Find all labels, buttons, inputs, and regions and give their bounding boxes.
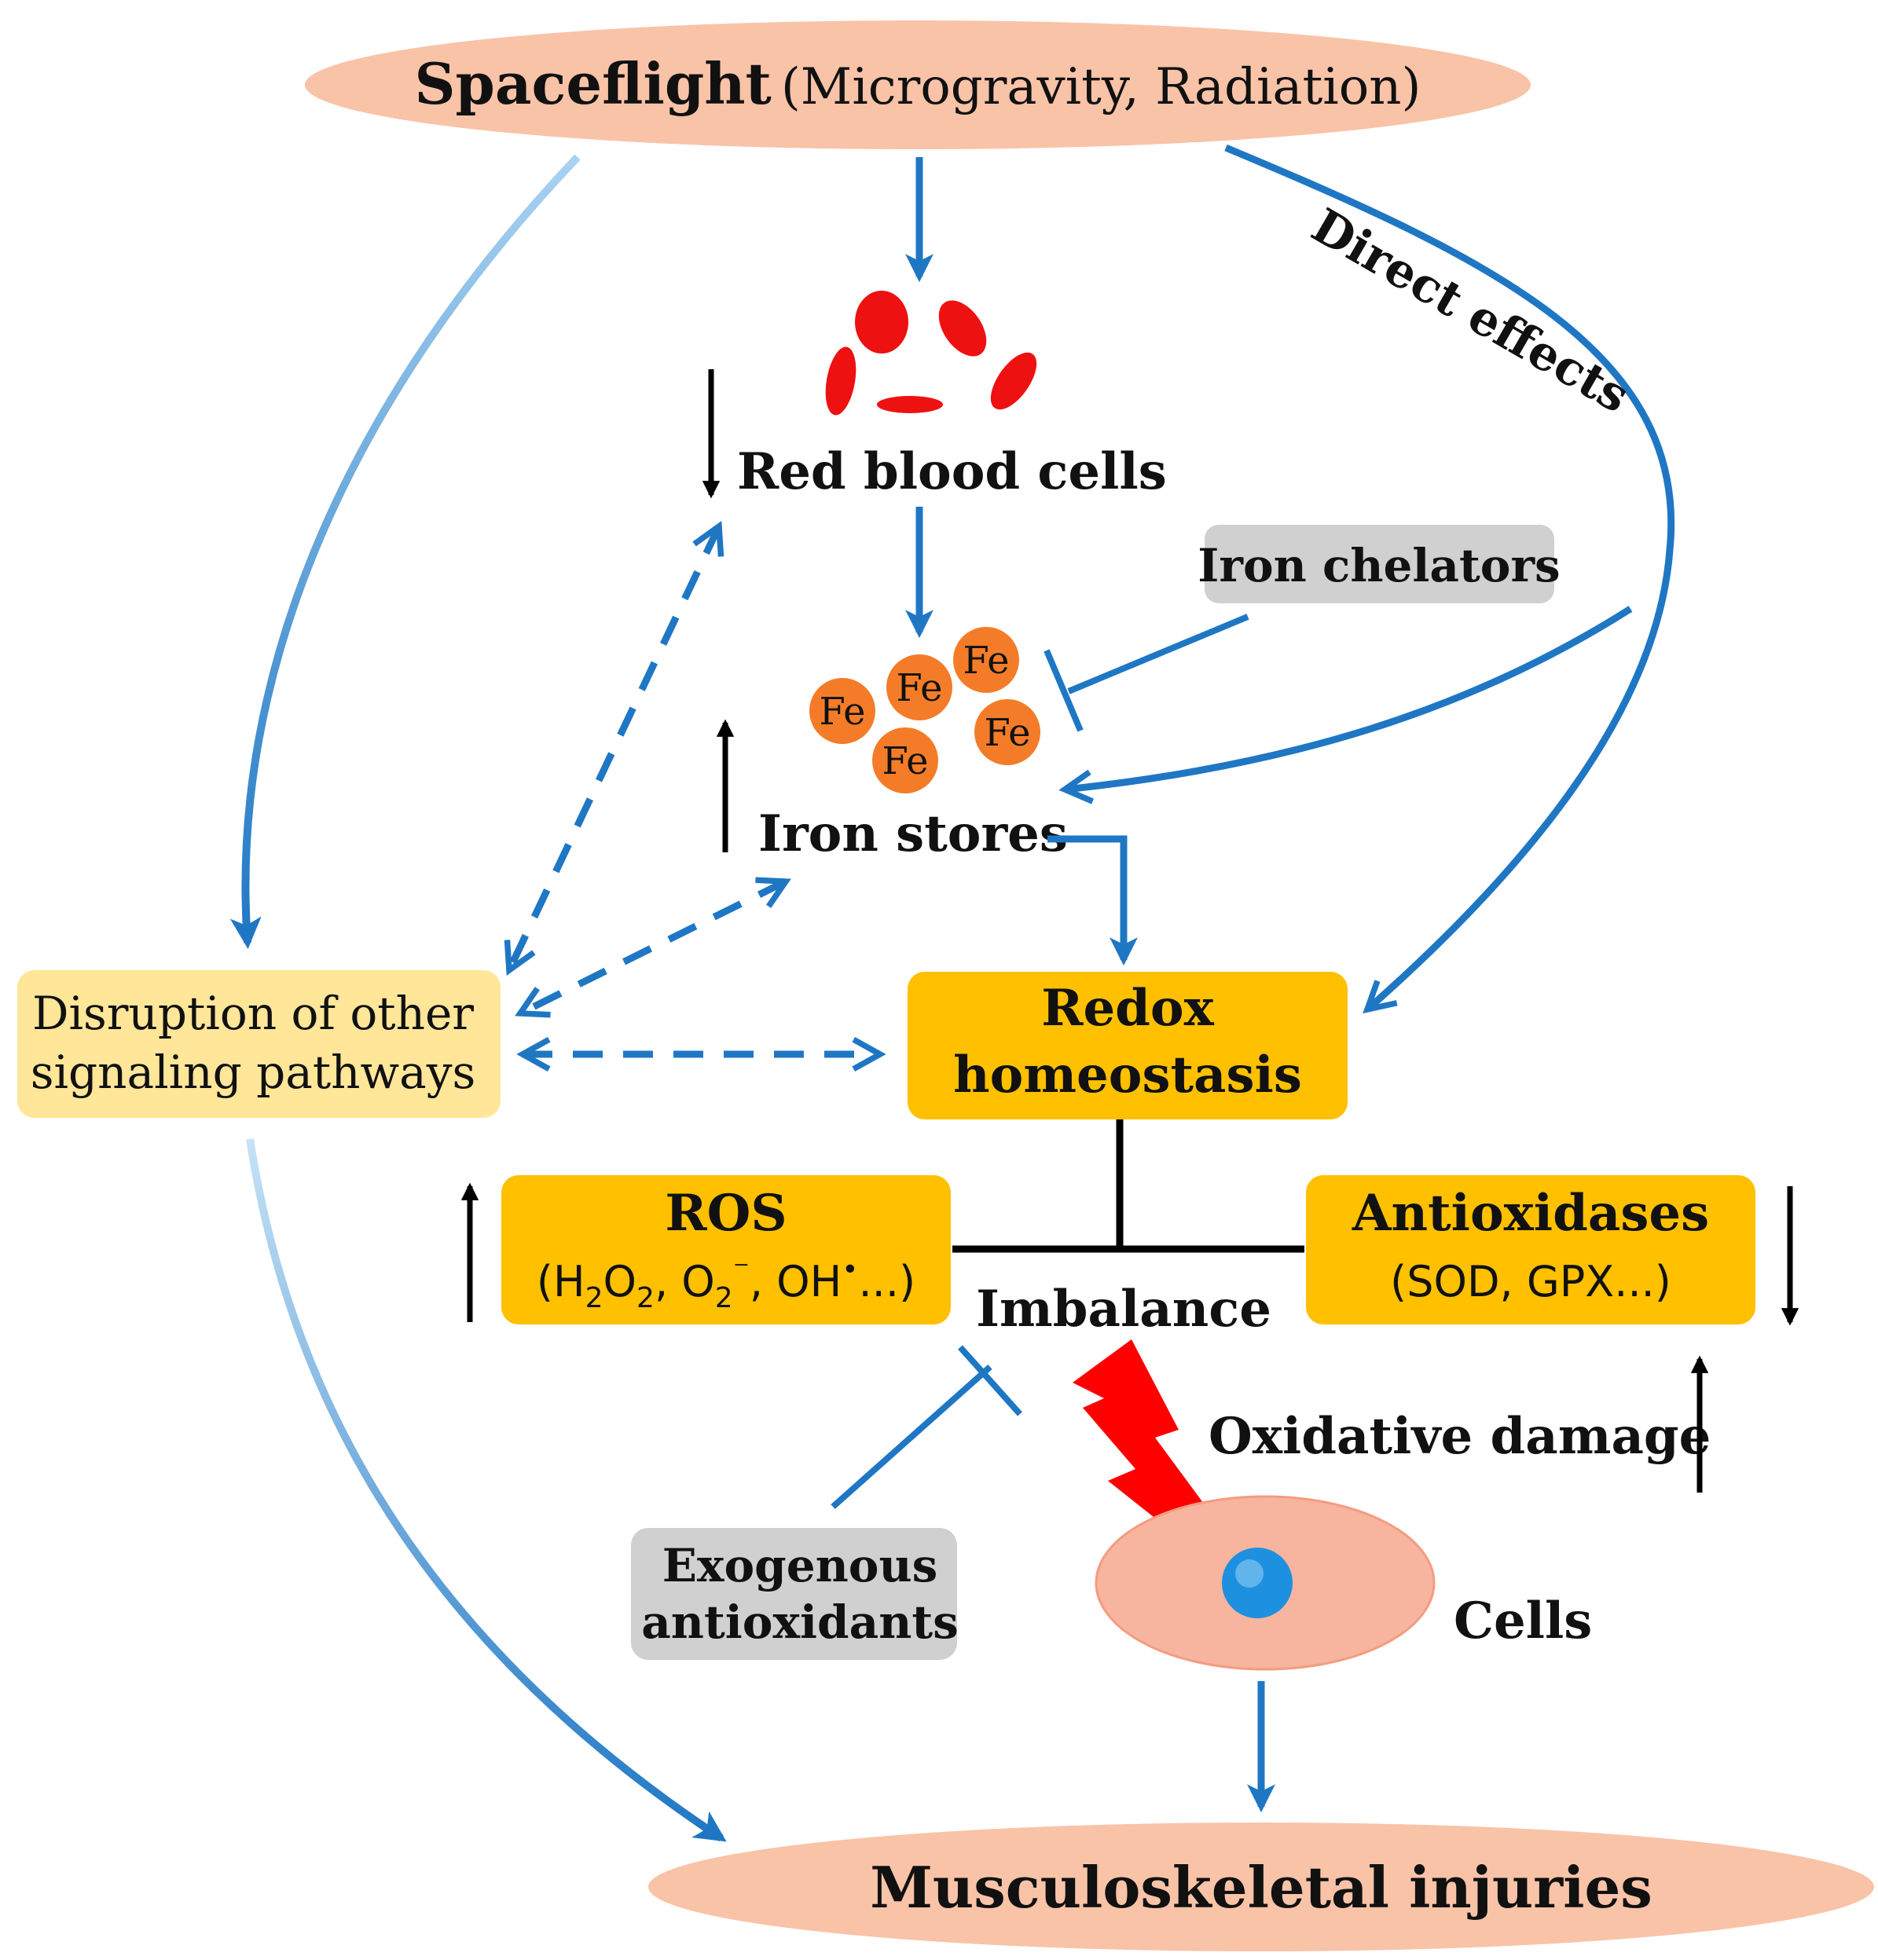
redox-line2: homeostasis [953,1046,1302,1105]
oxidative-damage-label: Oxidative damage [1209,1407,1711,1466]
inhibition-bar-chelators [1044,649,1084,732]
direct-effects-label: Direct effects [1303,198,1639,423]
arrow-disruption-to-musculoskeletal [246,1138,727,1842]
iron-stores-label: Iron stores [758,804,1068,863]
direct-effects-curve [1224,144,1675,1009]
redox-box [908,972,1348,1119]
oxidative-damage-bolt-icon [1073,1339,1269,1587]
disruption-line1: Disruption of other [32,987,474,1040]
spaceflight-label: Spaceflight(Microgravity, Radiation) [415,50,1421,117]
antioxidases-detail: (SOD, GPX...) [1390,1257,1671,1306]
musculoskeletal-ellipse [648,1823,1874,1951]
spaceflight-ellipse [305,20,1531,149]
antioxidases-box [1306,1175,1755,1324]
cells-label: Cells [1454,1592,1592,1650]
fe-cluster: Fe Fe Fe Fe Fe [809,627,1040,793]
arrow-spaceflight-to-disruption [229,154,581,949]
imbalance-label: Imbalance [976,1280,1271,1339]
fe-label: Fe [984,711,1030,755]
musculoskeletal-label: Musculoskeletal injuries [870,1854,1652,1921]
dashed-arrow-iron-disruption [520,881,786,1013]
ros-formula: (H2O2, O2⁻, OH•...) [537,1252,915,1314]
antioxidases-title: Antioxidases [1352,1184,1709,1243]
fe-label: Fe [896,666,942,710]
red-blood-cells-label: Red blood cells [737,442,1167,501]
exogenous-line2: antioxidants [641,1595,959,1649]
ros-title: ROS [665,1184,787,1243]
nucleus-highlight [1235,1559,1264,1588]
arrow-iron-to-redox [1047,835,1138,966]
iron-chelators-box [1205,525,1554,603]
red-blood-cells-icon [825,291,1037,416]
exogenous-box [631,1528,957,1660]
exogenous-line1: Exogenous [662,1539,938,1592]
fe-label: Fe [963,639,1009,683]
redox-line1: Redox [1041,979,1214,1038]
exogenous-inhibition [831,1365,992,1509]
ros-box [501,1175,951,1324]
iron-chelators-label: Iron chelators [1198,539,1560,592]
disruption-box [17,970,501,1118]
dashed-arrow-rbc-disruption [509,526,719,970]
arrow-direct-to-iron [1065,606,1633,789]
disruption-line2: signaling pathways [31,1046,476,1099]
fe-label: Fe [882,739,928,783]
fe-label: Fe [819,690,865,734]
iron-chelators-inhibition [1067,614,1249,694]
inhibition-bar-exogenous [958,1345,1022,1416]
